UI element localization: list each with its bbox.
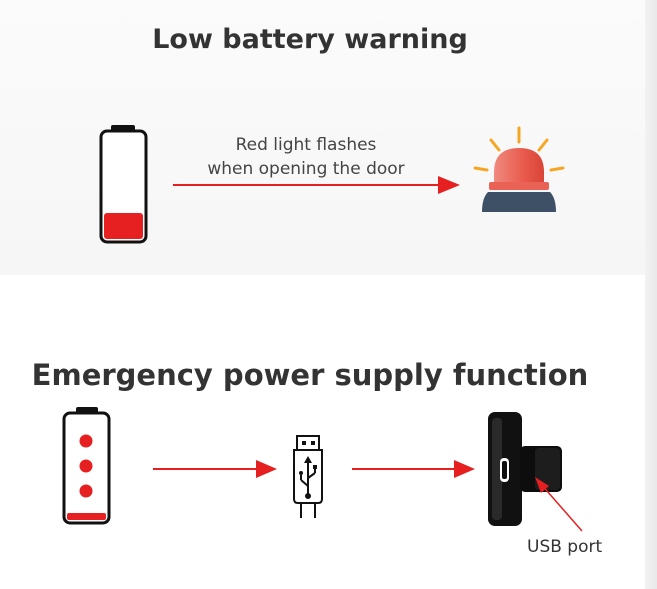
flash-caption: Red light flashes when opening the door: [175, 133, 437, 181]
warning-light-icon: [473, 126, 565, 212]
flash-caption-line-2: when opening the door: [207, 159, 405, 179]
usb-port-label: USB port: [527, 537, 603, 557]
emergency-battery-icon: [62, 407, 111, 525]
usb-port-callout-arrow: [535, 477, 583, 532]
battery-to-usb-arrow: [153, 460, 277, 478]
usb-plug-icon: [293, 435, 323, 518]
flash-arrow: [173, 176, 460, 194]
usb-to-lock-arrow: [352, 460, 475, 478]
page-edge-strip: [645, 0, 657, 589]
door-lock-handle-icon: [488, 412, 562, 526]
emergency-power-title: Emergency power supply function: [31, 358, 589, 392]
flash-caption-line-1: Red light flashes: [235, 135, 377, 155]
low-battery-title: Low battery warning: [152, 24, 468, 55]
low-battery-icon: [99, 125, 148, 244]
